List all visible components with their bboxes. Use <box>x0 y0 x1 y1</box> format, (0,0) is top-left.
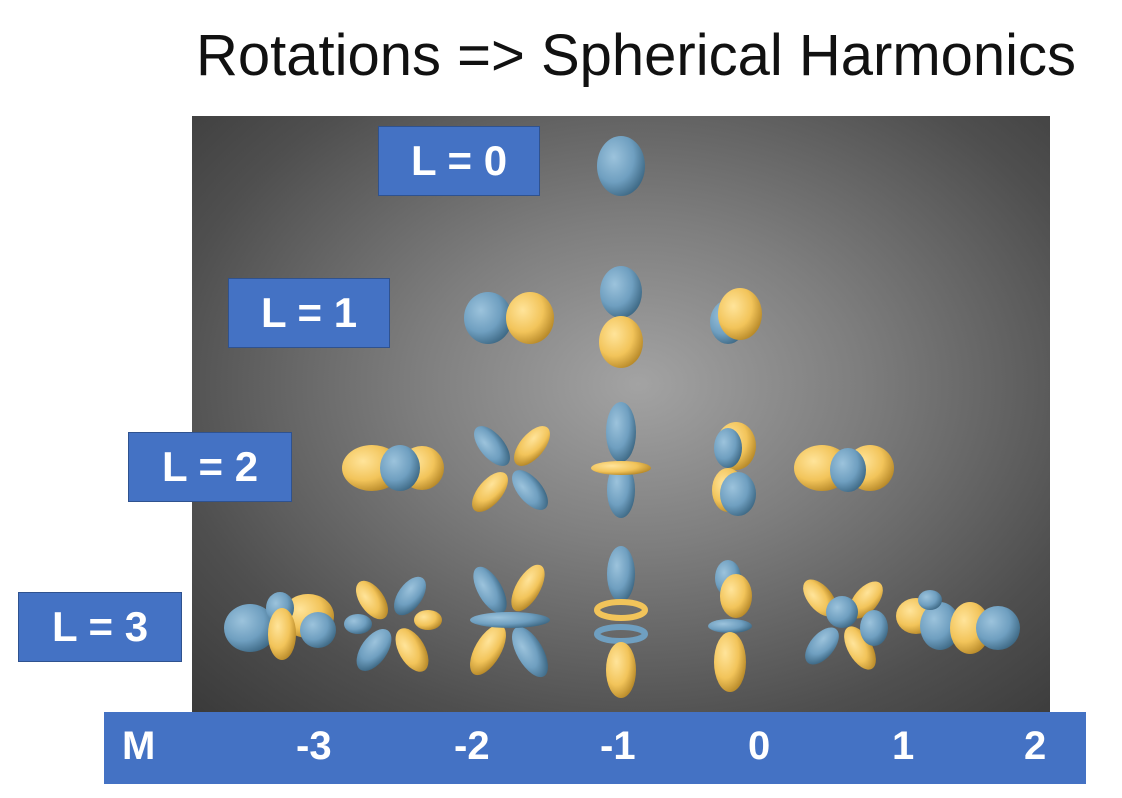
m-axis-label: M <box>122 724 156 768</box>
orbital-l1-m-1 <box>464 292 554 344</box>
orbital-l3-m2 <box>803 579 888 670</box>
orbital-l2-m-2 <box>342 445 444 491</box>
m-value-minus-3: -3 <box>296 724 332 768</box>
orbital-l3-m0 <box>594 546 648 698</box>
m-axis-bar: M -3 -2 -1 0 1 2 <box>104 712 1086 784</box>
orbital-l2-m-1 <box>472 426 550 512</box>
label-l2: L = 2 <box>128 432 292 502</box>
orbital-l2-m0 <box>591 402 651 518</box>
m-value-0: 0 <box>748 724 771 768</box>
label-l1: L = 1 <box>228 278 390 348</box>
orbital-l1-m1 <box>710 288 762 344</box>
m-value-minus-1: -1 <box>600 724 636 768</box>
orbital-l0-m0 <box>597 136 645 196</box>
orbital-l2-m2 <box>794 445 894 492</box>
label-l0: L = 0 <box>378 126 540 196</box>
orbital-l2-m1 <box>712 422 756 516</box>
orbital-l1-m0 <box>599 266 643 368</box>
slide-title: Rotations => Spherical Harmonics <box>195 23 1077 88</box>
m-value-1: 1 <box>892 724 915 768</box>
orbital-l3-m1 <box>708 560 752 692</box>
label-l3: L = 3 <box>18 592 182 662</box>
m-value-2: 2 <box>1024 724 1047 768</box>
orbital-l3-m3 <box>896 590 1020 654</box>
m-value-minus-2: -2 <box>454 724 490 768</box>
orbital-l3-m-1 <box>470 564 550 678</box>
orbital-l3-m-2 <box>344 576 442 672</box>
orbital-l3-m-3 <box>224 592 336 660</box>
